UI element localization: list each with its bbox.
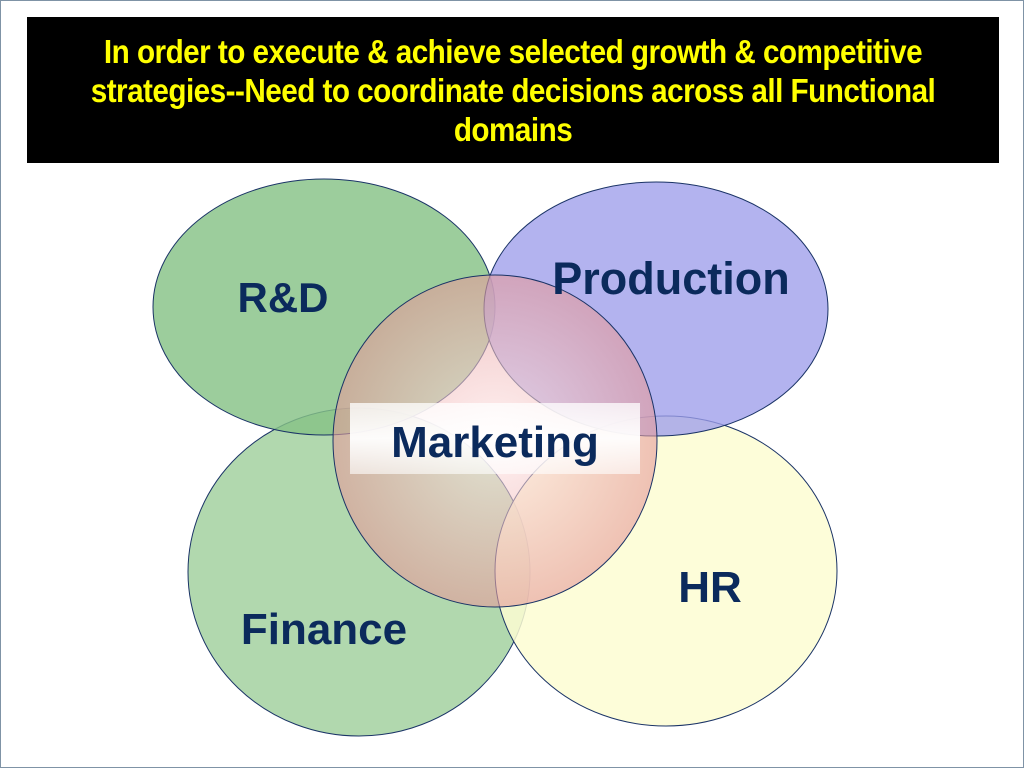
production-label: Production [552,253,789,304]
marketing-label: Marketing [391,418,599,467]
rd-label: R&D [238,274,329,321]
hr-label: HR [678,563,742,612]
marketing-label-box [350,403,640,474]
title-banner: In order to execute & achieve selected g… [27,17,999,163]
finance-label: Finance [241,605,407,654]
slide-title: In order to execute & achieve selected g… [90,32,936,148]
